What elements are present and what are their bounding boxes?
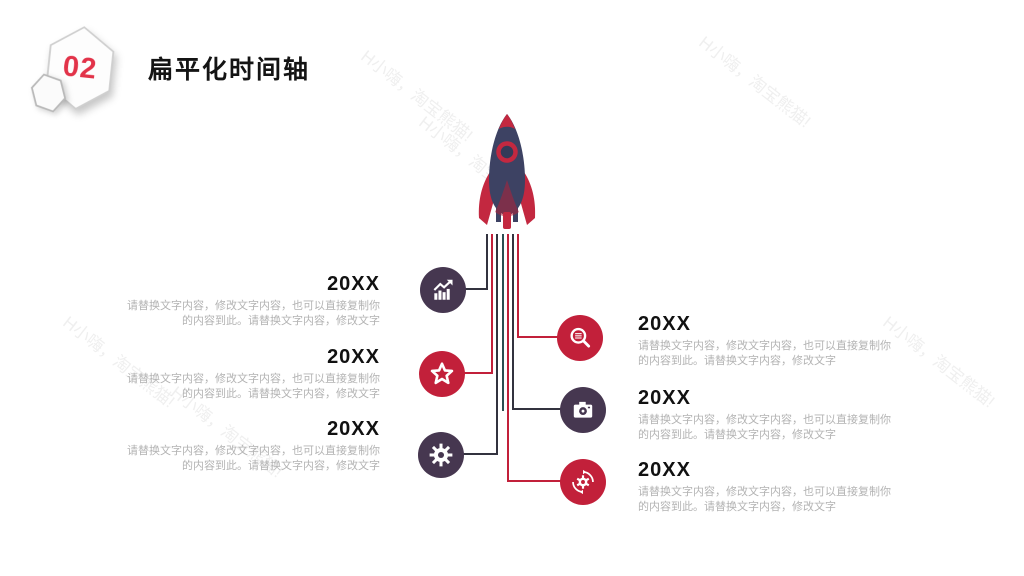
watermark-text: H小嗨，淘宝熊猫! <box>695 32 815 132</box>
timeline-year: 20XX <box>638 313 691 335</box>
timeline-body-text: 请替换文字内容，修改文字内容，也可以直接复制你的内容到此。请替换文字内容，修改文… <box>638 414 891 441</box>
timeline-node-camera <box>560 387 606 433</box>
timeline-body-text: 请替换文字内容，修改文字内容，也可以直接复制你的内容到此。请替换文字内容，修改文… <box>127 300 380 327</box>
timeline-body-text: 请替换文字内容，修改文字内容，也可以直接复制你的内容到此。请替换文字内容，修改文… <box>127 445 380 472</box>
timeline-year: 20XX <box>327 418 380 440</box>
timeline-item-right-2: 20XX 请替换文字内容，修改文字内容，也可以直接复制你的内容到此。请替换文字内… <box>638 386 896 442</box>
page-title: 扁平化时间轴 <box>148 56 311 84</box>
trail-line-center <box>502 234 504 411</box>
timeline-node-chart <box>420 267 466 313</box>
trail-line-right-3 <box>507 234 561 482</box>
timeline-item-left-2: 20XX 请替换文字内容，修改文字内容，也可以直接复制你的内容到此。请替换文字内… <box>122 345 380 401</box>
timeline-year: 20XX <box>327 346 380 368</box>
watermark-text: H小嗨，淘宝熊猫! <box>879 312 999 412</box>
timeline-body-text: 请替换文字内容，修改文字内容，也可以直接复制你的内容到此。请替换文字内容，修改文… <box>638 340 891 367</box>
chart-increase-icon <box>433 279 453 300</box>
trail-line-right-2 <box>512 234 561 410</box>
timeline-item-left-3: 20XX 请替换文字内容，修改文字内容，也可以直接复制你的内容到此。请替换文字内… <box>122 417 380 473</box>
timeline-year: 20XX <box>327 273 380 295</box>
timeline-body-text: 请替换文字内容，修改文字内容，也可以直接复制你的内容到此。请替换文字内容，修改文… <box>638 486 891 513</box>
search-icon <box>570 327 591 348</box>
timeline-year: 20XX <box>638 387 691 409</box>
trail-line-left-1 <box>462 234 488 290</box>
star-icon <box>430 362 454 385</box>
trail-line-left-3 <box>460 234 498 455</box>
sync-gear-icon <box>572 469 594 495</box>
timeline-item-left-1: 20XX 请替换文字内容，修改文字内容，也可以直接复制你的内容到此。请替换文字内… <box>122 272 380 328</box>
rocket-illustration <box>478 114 536 229</box>
timeline-item-right-3: 20XX 请替换文字内容，修改文字内容，也可以直接复制你的内容到此。请替换文字内… <box>638 458 896 514</box>
trail-line-right-1 <box>517 234 558 338</box>
timeline-node-star <box>419 351 465 397</box>
timeline-item-right-1: 20XX 请替换文字内容，修改文字内容，也可以直接复制你的内容到此。请替换文字内… <box>638 312 896 368</box>
timeline-year: 20XX <box>638 459 691 481</box>
watermark-text: H小嗨，淘宝熊猫! <box>357 46 477 146</box>
trail-line-left-2 <box>461 234 493 374</box>
timeline-node-gear <box>418 432 464 478</box>
gear-icon <box>429 443 453 467</box>
timeline-body-text: 请替换文字内容，修改文字内容，也可以直接复制你的内容到此。请替换文字内容，修改文… <box>127 373 380 400</box>
camera-icon <box>573 401 593 418</box>
timeline-node-search <box>557 315 603 361</box>
timeline-node-sync-gear <box>560 459 606 505</box>
